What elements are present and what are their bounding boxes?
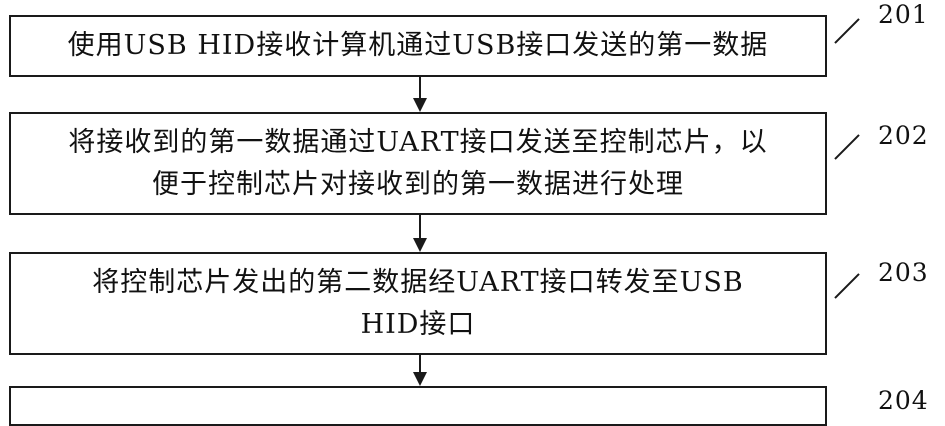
step-box-202: 将接收到的第一数据通过UART接口发送至控制芯片，以 便于控制芯片对接收到的第一… — [9, 112, 827, 215]
step-number-202: 202 — [878, 121, 929, 150]
arrow-202-to-203 — [413, 215, 427, 252]
step-203-text-line-2: HID接口 — [360, 308, 476, 340]
step-202-text-line-1: 将接收到的第一数据通过UART接口发送至控制芯片，以 — [68, 126, 768, 158]
step-202-text-line-2: 便于控制芯片对接收到的第一数据进行处理 — [152, 168, 684, 200]
leader-line-203 — [834, 273, 860, 299]
step-box-201: 使用USB HID接收计算机通过USB接口发送的第一数据 — [9, 15, 827, 77]
arrow-201-to-202 — [413, 77, 427, 112]
leader-line-202 — [834, 134, 860, 160]
step-201-text-line-1: 使用USB HID接收计算机通过USB接口发送的第一数据 — [67, 30, 769, 61]
step-box-203: 将控制芯片发出的第二数据经UART接口转发至USB HID接口 — [9, 252, 827, 355]
arrow-203-to-204 — [413, 355, 427, 386]
step-203-text-line-1: 将控制芯片发出的第二数据经UART接口转发至USB — [92, 266, 744, 298]
step-number-204: 204 — [878, 386, 929, 415]
step-number-201: 201 — [878, 0, 929, 29]
leader-line-201 — [834, 18, 860, 44]
step-number-203: 203 — [878, 258, 929, 287]
step-box-204 — [9, 386, 827, 426]
